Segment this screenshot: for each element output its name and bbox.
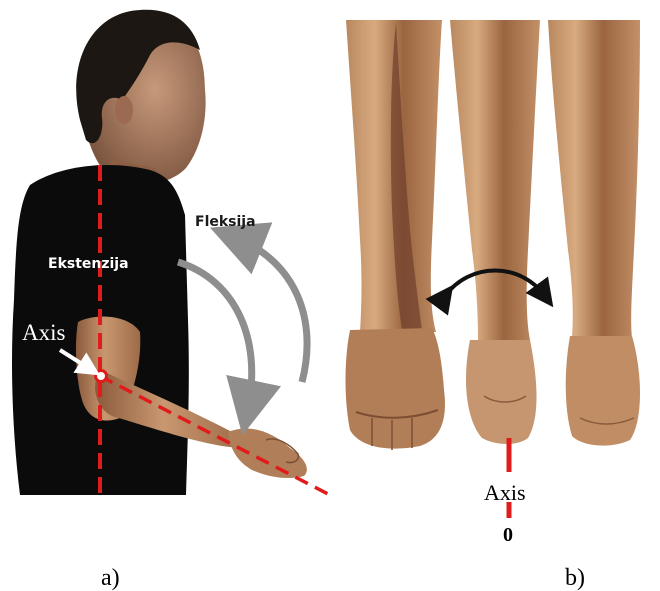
- panel-a: Fleksija Ekstenzija Axis a): [12, 10, 328, 591]
- forearm-middle: [450, 20, 540, 444]
- axis-point: [96, 371, 107, 382]
- label-axis-a: Axis: [22, 320, 66, 345]
- panel-b: Axis 0 b): [346, 20, 641, 591]
- extension-arrow: [178, 262, 252, 408]
- forearm-right: [548, 20, 640, 446]
- forearm-left: [346, 20, 446, 450]
- label-extension: Ekstenzija: [48, 256, 129, 272]
- label-flexion: Fleksija: [195, 214, 256, 230]
- label-zero: 0: [503, 524, 513, 546]
- flexion-arrow: [236, 238, 307, 382]
- fist: [228, 429, 307, 478]
- label-axis-b: Axis: [484, 480, 526, 505]
- caption-a: a): [101, 565, 120, 591]
- caption-b: b): [565, 565, 585, 591]
